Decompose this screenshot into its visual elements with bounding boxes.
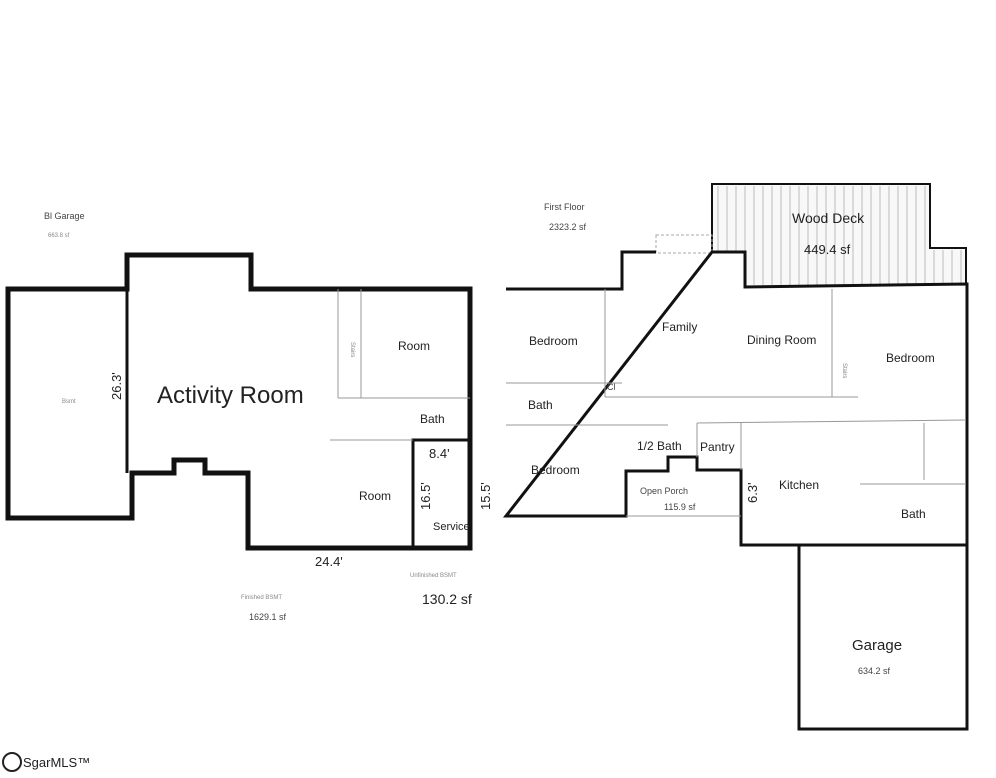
room-lower-label: Room: [359, 489, 391, 503]
garage-area: 663.8 sf: [48, 233, 70, 239]
deck-steps: [655, 234, 713, 254]
garage-label-ff: Garage: [852, 637, 902, 654]
stairs-label: Stairs: [841, 363, 847, 378]
mls-logo: SgarMLS™: [2, 752, 90, 772]
pantry-label: Pantry: [700, 440, 735, 454]
service-label: Service: [433, 521, 470, 533]
garage: [797, 543, 969, 731]
bedroom-e-label: Bedroom: [886, 351, 935, 365]
dim-bottom: 24.4': [315, 554, 343, 569]
closet-label: Cl: [607, 382, 616, 392]
finished-area: 1629.1 sf: [249, 612, 287, 622]
bath-label: Bath: [420, 412, 445, 426]
logo-text: SgarMLS™: [23, 754, 91, 770]
first-floor-plan: First Floor 2323.2 sf Wood Deck 449.4 sf…: [502, 183, 969, 731]
dim-height: 26.3': [109, 372, 124, 400]
dim-service-width: 8.4': [429, 446, 450, 461]
unfinished-area: 130.2 sf: [422, 591, 472, 607]
half-bath-label: 1/2 Bath: [637, 439, 682, 453]
logo-mark-icon: [2, 752, 22, 772]
first-floor-area: 2323.2 sf: [549, 222, 587, 232]
kitchen-label: Kitchen: [779, 478, 819, 492]
family-label: Family: [662, 320, 697, 334]
dim-right: 15.5': [478, 482, 493, 510]
porch-area: 115.9 sf: [664, 502, 696, 512]
bath-e-label: Bath: [901, 507, 926, 521]
dim-kitchen: 6.3': [745, 482, 760, 503]
unfinished-label: Unfinished BSMT: [410, 573, 457, 579]
room-upper-label: Room: [398, 339, 430, 353]
bath-w-label: Bath: [528, 398, 553, 412]
service-room: [411, 438, 472, 550]
deck-label: Wood Deck: [792, 210, 865, 226]
dining-label: Dining Room: [747, 333, 816, 347]
first-floor-label: First Floor: [544, 202, 585, 212]
stairs-label: Stairs: [349, 342, 355, 357]
bedroom-nw-label: Bedroom: [529, 334, 578, 348]
garage-area-ff: 634.2 sf: [858, 666, 891, 676]
garage-room-label: Bsmt: [62, 399, 76, 405]
activity-room-label: Activity Room: [157, 382, 304, 409]
basement-outline: [5, 252, 473, 551]
dim-service-height: 16.5': [418, 482, 433, 510]
finished-label: Finished BSMT: [241, 595, 282, 601]
wood-deck: [711, 183, 967, 289]
first-floor-outline: [502, 250, 969, 547]
porch-label: Open Porch: [640, 486, 688, 496]
garage-label: Bl Garage: [44, 211, 85, 221]
deck-area: 449.4 sf: [804, 242, 851, 257]
basement-plan: Bl Garage 663.8 sf Bsmt 26.3' Activity R…: [5, 211, 493, 622]
bedroom-sw-label: Bedroom: [531, 463, 580, 477]
